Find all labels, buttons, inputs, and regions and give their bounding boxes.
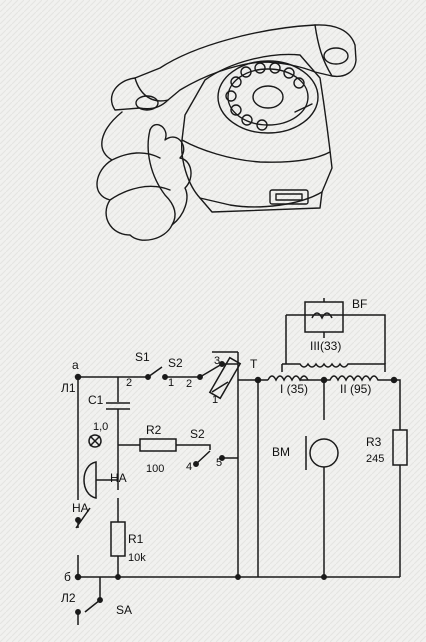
circuit-schematic <box>74 298 408 625</box>
rotary-dial <box>217 60 319 134</box>
ha-label: НА <box>110 471 127 485</box>
handset <box>110 24 357 111</box>
r3-label: R3 <box>366 435 382 449</box>
r2-value: 100 <box>146 463 164 475</box>
bf-label: BF <box>352 297 367 311</box>
s1-contact-2: 2 <box>126 377 132 389</box>
winding-1-label: I (35) <box>280 382 308 396</box>
winding-primary <box>267 375 394 382</box>
winding-tertiary <box>281 362 386 372</box>
terminal-l1-label: Л1 <box>61 381 76 395</box>
terminal-l2-label: Л2 <box>61 591 76 605</box>
s1-label: S1 <box>135 350 150 364</box>
schematic-labels: а Л1 C1 1,0 S1 2 1 S2 2 3 1 T R2 100 S2 … <box>61 297 384 617</box>
s2-top-contact-1: 1 <box>212 394 218 406</box>
c1-value: 1,0 <box>93 421 108 433</box>
s2-mid-contact-4: 4 <box>186 461 192 473</box>
winding-2-label: II (95) <box>340 382 371 396</box>
s2-mid-label: S2 <box>190 427 205 441</box>
r2-label: R2 <box>146 423 162 437</box>
sa-label: SA <box>116 603 132 617</box>
s2-top-contact-3: 3 <box>214 355 220 367</box>
ha-lamp <box>88 434 102 448</box>
phone-base <box>180 53 333 208</box>
s2-top-contact-2: 2 <box>186 378 192 390</box>
bm-label: BM <box>272 445 290 459</box>
r3-value: 245 <box>366 453 384 465</box>
r1-value: 10k <box>128 552 146 564</box>
terminal-b-label: б <box>64 570 71 584</box>
s2-mid-contact-5: 5 <box>216 457 222 469</box>
terminal-a-label: а <box>72 358 79 372</box>
s1-contact-1: 1 <box>168 377 174 389</box>
s2-top-label: S2 <box>168 356 183 370</box>
ha-switch-label: НА <box>72 501 89 515</box>
ha-earpiece <box>83 461 97 499</box>
r1-label: R1 <box>128 532 144 546</box>
node-t-label: T <box>250 357 258 371</box>
c1-label: C1 <box>88 393 104 407</box>
winding-3-label: III(33) <box>310 339 341 353</box>
rotary-telephone-illustration <box>96 24 357 241</box>
